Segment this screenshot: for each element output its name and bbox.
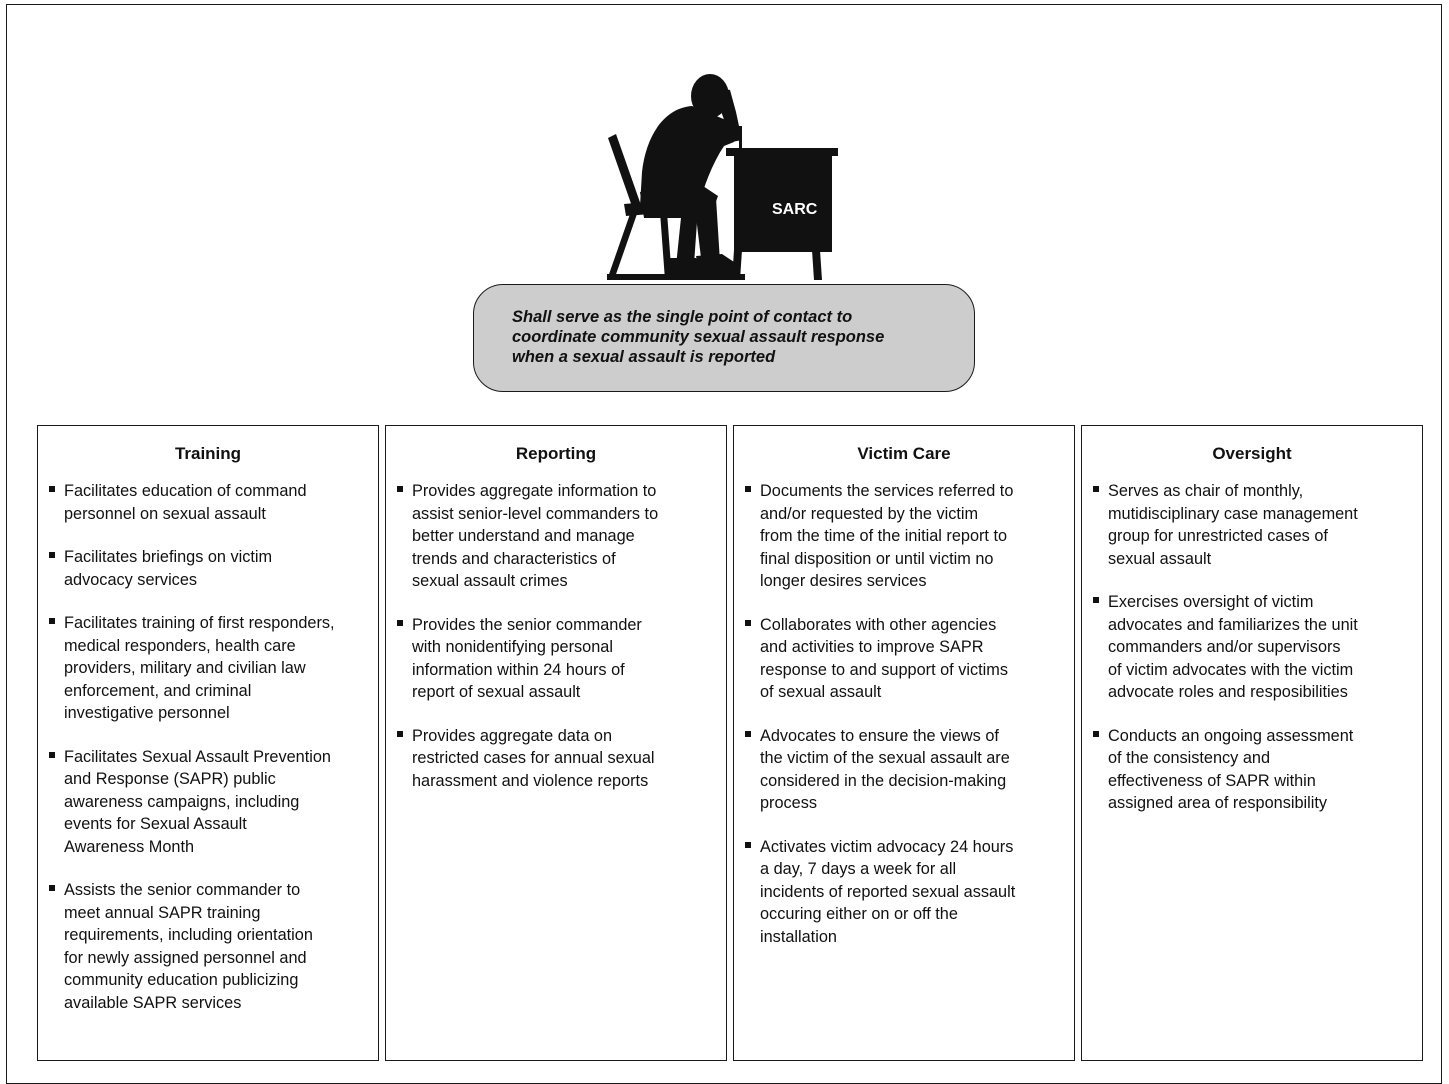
bullet-icon — [49, 618, 55, 624]
bullet-icon — [745, 841, 751, 848]
person-at-desk-icon: SARC — [607, 74, 838, 280]
bullet-icon — [745, 619, 751, 626]
bullet-icon — [49, 885, 55, 891]
bullet-list: Serves as chair of monthly,mutidisciplin… — [1082, 480, 1422, 815]
role-callout: Shall serve as the single point of conta… — [473, 284, 975, 392]
bullet-icon — [1093, 730, 1099, 737]
bullet-icon — [49, 486, 55, 492]
callout-line: when a sexual assault is reported — [512, 348, 776, 366]
column-title: Reporting — [515, 444, 597, 463]
callout-line: Shall serve as the single point of conta… — [512, 308, 853, 326]
column-title: Oversight — [1212, 444, 1292, 463]
bullet-icon — [1093, 597, 1099, 603]
bullet-icon — [397, 619, 403, 626]
list-item: Facilitates training of first responders… — [48, 612, 370, 725]
bullet-icon — [397, 730, 403, 737]
bullet-icon — [49, 552, 55, 558]
column-title: Victim Care — [857, 444, 951, 463]
reporting-column: Reporting Provides aggregate information… — [385, 425, 727, 1061]
bullet-icon — [49, 751, 55, 758]
training-column: Training Facilitates education of comman… — [37, 425, 379, 1061]
victim-care-column: Victim Care Documents the services refer… — [733, 425, 1075, 1061]
bullet-icon — [397, 486, 403, 492]
list-item: Serves as chair of monthly,mutidisciplin… — [1092, 480, 1414, 570]
column-title: Training — [174, 444, 242, 463]
callout-line: coordinate community sexual assault resp… — [512, 328, 885, 346]
oversight-column: Oversight Serves as chair of monthly,mut… — [1081, 425, 1423, 1061]
desk-label: SARC — [772, 201, 818, 218]
bullet-icon — [1093, 486, 1099, 492]
bullet-icon — [745, 486, 751, 492]
sarc-figure: SARC — [600, 68, 850, 282]
bullet-icon — [745, 730, 751, 737]
